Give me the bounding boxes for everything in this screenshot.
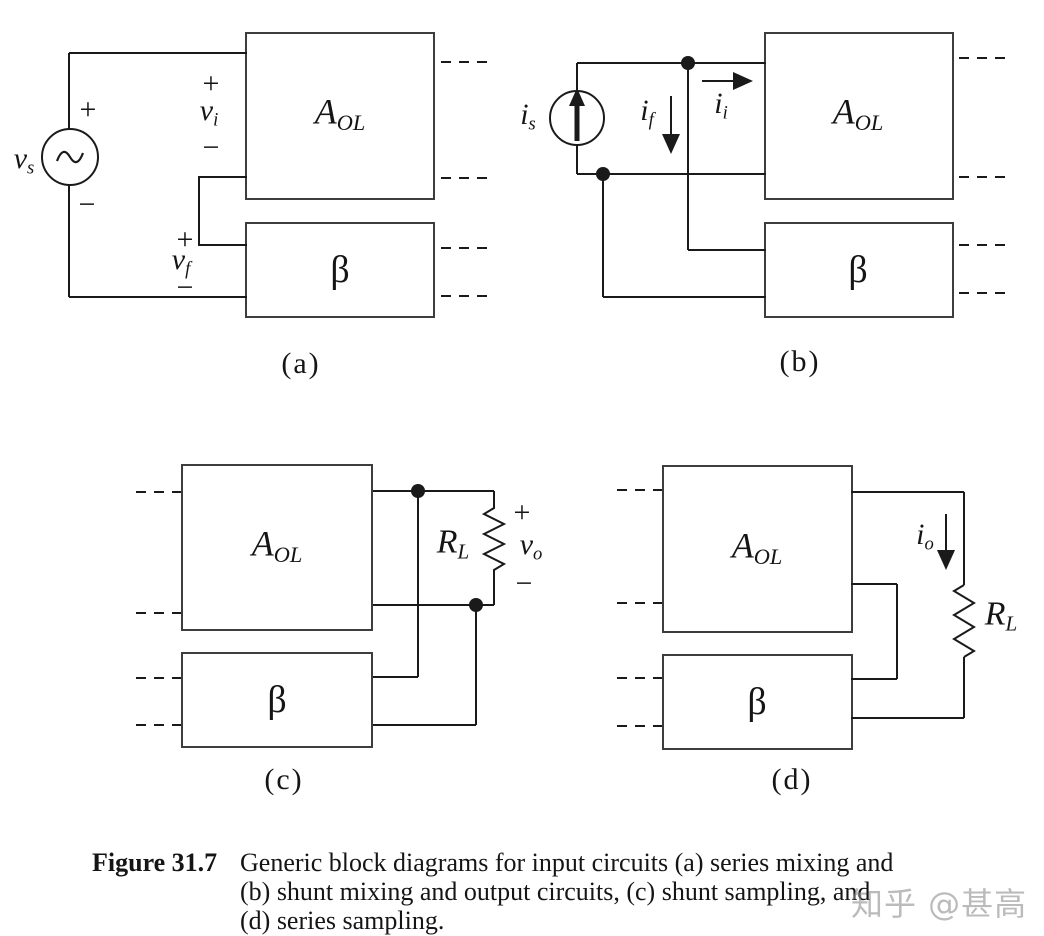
caption-line-3: (d) series sampling. [240,906,445,935]
diagram-a [41,32,494,318]
vi-minus-sign: − [202,131,220,164]
sine-wave-icon [55,150,85,164]
vi-plus-sign: + [202,67,220,100]
amp-label-a: AOL [314,91,366,135]
terminal-dashes-a [441,61,494,297]
io-label: io [916,518,934,555]
beta-label-c: β [267,679,287,721]
diagram-tag-d: (d) [771,763,813,796]
junction-dot [596,167,610,181]
amp-block-a [245,32,435,200]
is-label: is [520,98,536,135]
feedback-block-d [662,654,853,750]
vf-label: vf [171,243,191,280]
watermark: 知乎 @甚高 [851,885,1028,923]
terminal-dashes-d [617,489,662,727]
rl-label-c: RL [436,523,470,564]
vi-label: vi [199,94,219,131]
beta-label-d: β [747,681,767,723]
voltage-source-a [41,128,99,186]
amp-block-c [181,464,373,631]
terminal-dashes-c [136,491,181,726]
current-arrow-is [569,88,585,141]
vo-minus-sign: − [515,567,533,600]
feedback-block-c [181,652,373,748]
figure-caption: Generic block diagrams for input circuit… [240,848,1000,935]
feedback-block-a [245,222,435,318]
rl-label-d: RL [984,595,1018,636]
source-minus-sign-a: − [78,188,96,221]
diagram-tag-a: (a) [281,347,321,380]
junction-dot [681,56,695,70]
wires-d [851,491,965,719]
figure-label: Figure 31.7 [92,848,218,877]
resistor-rl-d [952,584,976,658]
vf-plus-sign: + [176,223,194,256]
terminal-dashes-b [959,57,1008,294]
source-plus-sign-a: + [79,93,97,126]
vo-plus-sign: + [513,496,531,529]
if-label: if [640,94,654,131]
diagram-tag-b: (b) [779,345,821,378]
resistor-rl-c [481,491,507,605]
diagram-c [136,464,507,748]
current-arrow-ii [702,72,753,90]
diagram-b [549,32,1008,318]
caption-line-1: Generic block diagrams for input circuit… [240,848,894,877]
amp-label-c: AOL [251,523,303,567]
amp-label-d: AOL [731,525,783,569]
caption-line-2: (b) shunt mixing and output circuits, (c… [240,877,871,906]
beta-label-b: β [848,249,868,291]
vf-minus-sign: − [176,271,194,304]
current-arrow-io [937,514,955,570]
diagram-tag-c: (c) [264,763,304,796]
junction-dot [469,598,483,612]
beta-label-a: β [330,249,350,291]
wires-b [576,62,766,298]
amp-block-d [662,465,853,633]
feedback-block-b [764,222,954,318]
vo-label: vo [519,528,543,565]
current-arrow-if [662,96,680,154]
junction-dot [411,484,425,498]
wires-a [68,52,247,298]
vs-label: vs [13,142,35,179]
diagram-d [617,465,976,750]
ii-label: ii [714,87,728,124]
amp-label-b: AOL [832,91,884,135]
amp-block-b [764,32,954,200]
